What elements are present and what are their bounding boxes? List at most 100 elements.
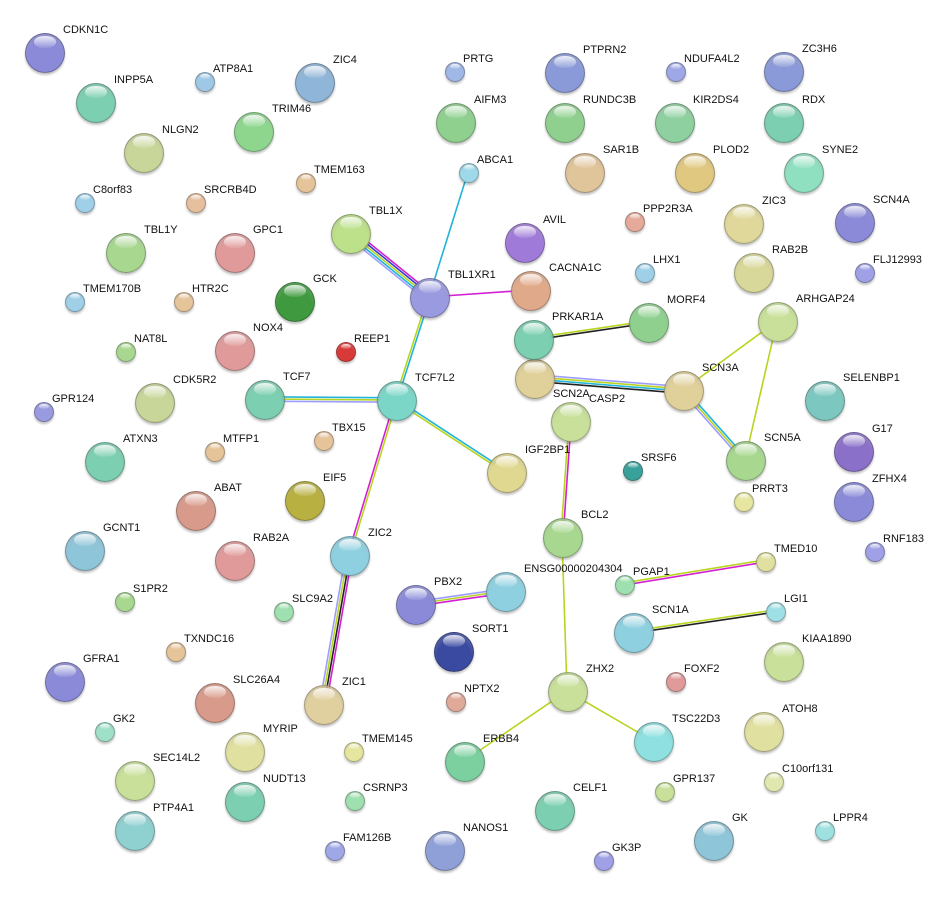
node-nptx2[interactable] <box>446 692 466 712</box>
node-scn2a[interactable] <box>515 359 555 399</box>
node-gk[interactable] <box>694 821 734 861</box>
node-inpp5a[interactable] <box>76 83 116 123</box>
node-atoh8[interactable] <box>744 712 784 752</box>
node-casp2[interactable] <box>551 402 591 442</box>
node-mtfp1[interactable] <box>205 442 225 462</box>
node-cdkn1c[interactable] <box>25 33 65 73</box>
node-nlgn2[interactable] <box>124 133 164 173</box>
node-myrip[interactable] <box>225 732 265 772</box>
node-pbx2[interactable] <box>396 585 436 625</box>
node-plod2[interactable] <box>675 153 715 193</box>
node-gpr124[interactable] <box>34 402 54 422</box>
node-ensg00000204304[interactable] <box>486 572 526 612</box>
node-gfra1[interactable] <box>45 662 85 702</box>
node-cdk5r2[interactable] <box>135 383 175 423</box>
node-prkar1a[interactable] <box>514 320 554 360</box>
node-lgi1[interactable] <box>766 602 786 622</box>
node-foxf2[interactable] <box>666 672 686 692</box>
node-tmed10[interactable] <box>756 552 776 572</box>
node-igf2bp1[interactable] <box>487 453 527 493</box>
edge-tcf7-tcf7l2[interactable] <box>263 396 397 403</box>
node-prtg[interactable] <box>445 62 465 82</box>
node-prrt3[interactable] <box>734 492 754 512</box>
node-avil[interactable] <box>505 223 545 263</box>
node-gpr137[interactable] <box>655 782 675 802</box>
edge-tcf7l2-igf2bp1[interactable] <box>394 398 508 474</box>
node-tsc22d3[interactable] <box>634 722 674 762</box>
node-atp8a1[interactable] <box>195 72 215 92</box>
node-gcnt1[interactable] <box>65 531 105 571</box>
node-nox4[interactable] <box>215 331 255 371</box>
node-cacna1c[interactable] <box>511 271 551 311</box>
node-rab2a[interactable] <box>215 541 255 581</box>
node-tbl1xr1[interactable] <box>410 278 450 318</box>
edge-scn1a-lgi1[interactable] <box>632 609 776 634</box>
node-tmem145[interactable] <box>344 742 364 762</box>
node-s1pr2[interactable] <box>115 592 135 612</box>
edge-zic2-zic1[interactable] <box>318 554 354 705</box>
node-c8orf83[interactable] <box>75 193 95 213</box>
node-arhgap24[interactable] <box>758 302 798 342</box>
edge-bcl2-zhx2[interactable] <box>561 536 568 692</box>
node-srcrb4d[interactable] <box>186 193 206 213</box>
node-tcf7[interactable] <box>245 380 285 420</box>
node-pgap1[interactable] <box>615 575 635 595</box>
node-zfhx4[interactable] <box>834 482 874 522</box>
node-tbl1x[interactable] <box>331 214 371 254</box>
edge-tcf7l2-zic2[interactable] <box>347 399 398 556</box>
node-celf1[interactable] <box>535 791 575 831</box>
node-nanos1[interactable] <box>425 831 465 871</box>
node-erbb4[interactable] <box>445 742 485 782</box>
edge-pgap1-tmed10[interactable] <box>623 559 766 586</box>
node-zic3[interactable] <box>724 204 764 244</box>
node-syne2[interactable] <box>784 153 824 193</box>
node-txndc16[interactable] <box>166 642 186 662</box>
node-zic1[interactable] <box>304 685 344 725</box>
node-fam126b[interactable] <box>325 841 345 861</box>
node-flj12993[interactable] <box>855 263 875 283</box>
node-tbx15[interactable] <box>314 431 334 451</box>
node-nat8l[interactable] <box>116 342 136 362</box>
node-nudt13[interactable] <box>225 782 265 822</box>
node-scn5a[interactable] <box>726 441 766 481</box>
node-lppr4[interactable] <box>815 821 835 841</box>
edge-tbl1xr1-abca1[interactable] <box>428 171 469 298</box>
node-abca1[interactable] <box>459 163 479 183</box>
node-ptp4a1[interactable] <box>115 811 155 851</box>
node-slc9a2[interactable] <box>274 602 294 622</box>
node-eif5[interactable] <box>285 481 325 521</box>
node-abat[interactable] <box>176 491 216 531</box>
node-scn4a[interactable] <box>835 203 875 243</box>
edge-scn2a-scn3a[interactable] <box>533 373 684 395</box>
node-selenbp1[interactable] <box>805 381 845 421</box>
node-slc26a4[interactable] <box>195 683 235 723</box>
node-tbl1y[interactable] <box>106 233 146 273</box>
node-lhx1[interactable] <box>635 263 655 283</box>
node-zc3h6[interactable] <box>764 52 804 92</box>
node-scn3a[interactable] <box>664 371 704 411</box>
node-trim46[interactable] <box>234 112 274 152</box>
node-zic4[interactable] <box>295 63 335 103</box>
node-zhx2[interactable] <box>548 672 588 712</box>
edge-arhgap24-scn5a[interactable] <box>744 320 778 461</box>
node-c10orf131[interactable] <box>764 772 784 792</box>
node-atxn3[interactable] <box>85 442 125 482</box>
node-rdx[interactable] <box>764 103 804 143</box>
node-aifm3[interactable] <box>436 103 476 143</box>
node-srsf6[interactable] <box>623 461 643 481</box>
node-sec14l2[interactable] <box>115 761 155 801</box>
node-kir2ds4[interactable] <box>655 103 695 143</box>
node-scn1a[interactable] <box>614 613 654 653</box>
node-gk3p[interactable] <box>594 851 614 871</box>
node-ptprn2[interactable] <box>545 53 585 93</box>
node-reep1[interactable] <box>336 342 356 362</box>
node-tmem163[interactable] <box>296 173 316 193</box>
node-htr2c[interactable] <box>174 292 194 312</box>
node-rundc3b[interactable] <box>545 103 585 143</box>
node-gck[interactable] <box>275 282 315 322</box>
node-g17[interactable] <box>834 432 874 472</box>
node-gpc1[interactable] <box>215 233 255 273</box>
node-tmem170b[interactable] <box>65 292 85 312</box>
node-morf4[interactable] <box>629 303 669 343</box>
node-tcf7l2[interactable] <box>377 381 417 421</box>
